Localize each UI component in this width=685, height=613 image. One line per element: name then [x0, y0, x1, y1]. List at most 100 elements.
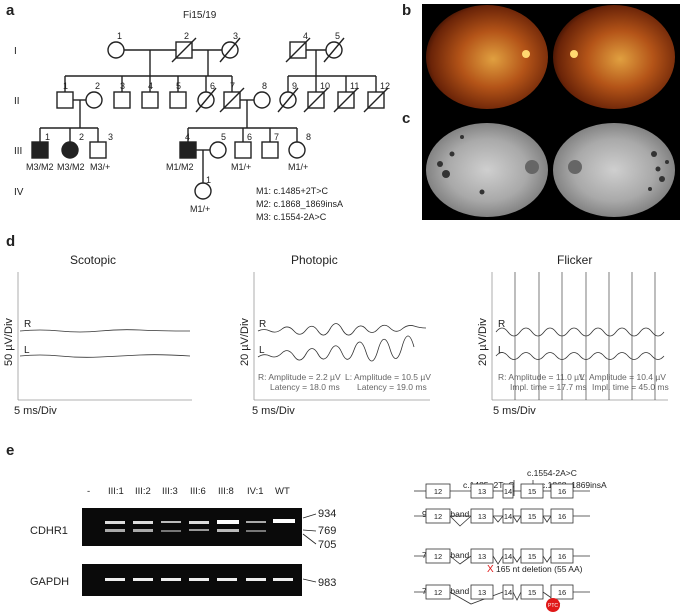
exon-934-14 — [502, 508, 514, 524]
exon-769-label-15: 15 — [528, 552, 536, 561]
erg-flicker-r-amplitude: R: Amplitude = 11.0 µV — [498, 372, 585, 382]
gel-row-gapdh: GAPDH — [30, 576, 69, 588]
erg-flicker-l: L — [498, 345, 504, 356]
panel-label-e: e — [6, 442, 15, 459]
gel-lane-label-4: III:6 — [190, 486, 206, 497]
pedigree-affected-female-III2 — [61, 141, 79, 159]
pedigree-female-I1 — [107, 41, 125, 59]
pedigree-female-II2 — [85, 91, 103, 109]
genotype-III8: M1/+ — [288, 162, 308, 172]
exon-769-label-14: 14 — [504, 552, 512, 561]
panel-label-b: b — [402, 2, 412, 19]
id-II6: 6 — [210, 81, 215, 91]
gel-size-705: 705 — [318, 539, 336, 551]
exon-705-14 — [502, 584, 514, 600]
erg-flicker-title: Flicker — [557, 253, 592, 267]
id-II7: 7 — [230, 81, 235, 91]
pedigree-affected-male-III4 — [179, 141, 197, 159]
erg-flicker-l-amplitude: L: Amplitude = 10.4 µV — [580, 372, 666, 382]
id-II4: 4 — [148, 81, 153, 91]
id-I3: 3 — [233, 31, 238, 41]
erg-photopic-l-trace — [257, 335, 415, 362]
pedigree-affected-male-III1 — [31, 141, 49, 159]
pedigree-male-II4 — [141, 91, 159, 109]
id-IV1: 1 — [206, 175, 211, 185]
exon-705-13 — [470, 584, 494, 600]
id-III6: 6 — [247, 132, 252, 142]
erg-flicker-r-trace — [495, 327, 665, 337]
erg-photopic-r-latency: Latency = 18.0 ms — [270, 382, 340, 392]
exon-705-12 — [425, 584, 451, 600]
id-III1: 1 — [45, 132, 50, 142]
erg-scotopic-l-trace — [19, 354, 191, 358]
exon-934-16 — [550, 508, 574, 524]
generation-III: III — [14, 146, 22, 157]
genotype-III3: M3/+ — [90, 162, 110, 172]
genotype-IV1: M1/+ — [190, 204, 210, 214]
gel-size-769: 769 — [318, 525, 336, 537]
gel-cdhr1-image — [82, 508, 302, 546]
id-I5: 5 — [335, 31, 340, 41]
id-II1: 1 — [63, 81, 68, 91]
exon-769-12 — [425, 548, 451, 564]
id-III3: 3 — [108, 132, 113, 142]
erg-scotopic-l: L — [24, 345, 30, 356]
splicing-diagram: c.1554-2A>C c.1485+2T>C c.1868_1869insA … — [414, 468, 607, 612]
id-III4: 4 — [185, 132, 190, 142]
id-I2: 2 — [184, 31, 189, 41]
exon-769-15 — [520, 548, 544, 564]
exon-769-14 — [502, 548, 514, 564]
erg-panel: Scotopic Photopic Flicker 50 µV/Div 20 µ… — [3, 253, 669, 417]
id-II11: 11 — [350, 81, 359, 91]
erg-photopic-r: R — [259, 319, 266, 330]
exon-705-label-16: 16 — [558, 588, 566, 597]
erg-flicker-l-impl-time: Impl. time = 45.0 ms — [592, 382, 669, 392]
deletion-x-mark: X — [487, 564, 494, 575]
erg-photopic-l-amplitude: L: Amplitude = 10.5 µV — [345, 372, 431, 382]
exon-769-16 — [550, 548, 574, 564]
erg-photopic-r-amplitude: R: Amplitude = 2.2 µV — [258, 372, 341, 382]
exon-934-13 — [470, 508, 494, 524]
pedigree-male-III3 — [89, 141, 107, 159]
exon-769-label-16: 16 — [558, 552, 566, 561]
id-III7: 7 — [274, 132, 279, 142]
gel-lane-label-6: IV:1 — [247, 486, 264, 497]
erg-scotopic-ylabel: 50 µV/Div — [3, 318, 15, 366]
mutation-M2: M2: c.1868_1869insA — [256, 199, 343, 209]
pedigree-female-III8 — [288, 141, 306, 159]
ref-exon-label-14: 14 — [504, 487, 512, 496]
exon-705-label-13: 13 — [478, 588, 486, 597]
generation-IV: IV — [14, 187, 24, 198]
id-II3: 3 — [120, 81, 125, 91]
exon-769-label-13: 13 — [478, 552, 486, 561]
mutation-M3: M3: c.1554-2A>C — [256, 212, 327, 222]
erg-photopic-l: L — [259, 345, 265, 356]
fundus-color-left-eye — [553, 5, 675, 109]
splice-934-junctions — [449, 515, 552, 527]
gel-lane-label-5: III:8 — [218, 486, 234, 497]
erg-photopic-xlabel: 5 ms/Div — [252, 405, 295, 417]
exon-934-label-13: 13 — [478, 512, 486, 521]
generation-I: I — [14, 46, 17, 57]
id-II8: 8 — [262, 81, 267, 91]
exon-705-16 — [550, 584, 574, 600]
exon-934-label-12: 12 — [434, 512, 442, 521]
panel-label-c: c — [402, 110, 411, 127]
erg-scotopic-r: R — [24, 319, 31, 330]
id-III8: 8 — [306, 132, 311, 142]
exon-934-label-14: 14 — [504, 512, 512, 521]
exon-705-15 — [520, 584, 544, 600]
id-III2: 2 — [79, 132, 84, 142]
genotype-III2: M3/M2 — [57, 162, 85, 172]
exon-769-label-12: 12 — [434, 552, 442, 561]
erg-scotopic-r-trace — [19, 329, 191, 333]
erg-photopic-l-latency: Latency = 19.0 ms — [357, 382, 427, 392]
ptc-label: PTC — [548, 603, 558, 609]
erg-photopic-ylabel: 20 µV/Div — [239, 318, 251, 366]
erg-scotopic-title: Scotopic — [70, 253, 116, 267]
exon-705-label-12: 12 — [434, 588, 442, 597]
erg-flicker-ylabel: 20 µV/Div — [477, 318, 489, 366]
gel-row-cdhr1: CDHR1 — [30, 525, 68, 537]
id-I1: 1 — [117, 31, 122, 41]
id-III5: 5 — [221, 132, 226, 142]
